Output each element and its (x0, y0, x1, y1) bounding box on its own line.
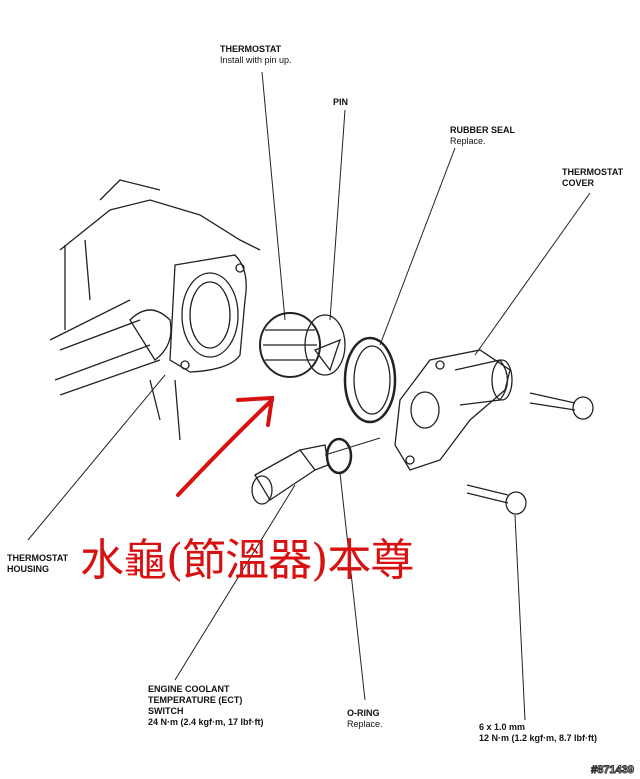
red-arrow-annotation (176, 395, 275, 497)
ect-switch-label-line2: TEMPERATURE (ECT) (148, 695, 243, 705)
thermostat-label-note: Install with pin up. (220, 55, 292, 65)
chinese-annotation: 水龜(節溫器)本尊 (80, 535, 414, 586)
thermostat-housing-drawing (49, 179, 261, 441)
rubber-seal-label-note: Replace. (450, 136, 486, 146)
ect-switch-drawing (251, 444, 329, 505)
rubber-seal-label-title: RUBBER SEAL (450, 125, 516, 135)
bolt-label: 6 x 1.0 mm 12 N·m (1.2 kgf·m, 8.7 lbf·ft… (479, 722, 597, 744)
bolts-drawing (466, 392, 594, 515)
ect-switch-label-line1: ENGINE COOLANT (148, 684, 230, 694)
watermark: #871439 (591, 764, 635, 777)
o-ring-label-note: Replace. (347, 719, 383, 729)
rubber-seal-label: RUBBER SEAL Replace. (450, 125, 515, 147)
o-ring-drawing (325, 437, 353, 475)
ect-switch-label-line3: SWITCH (148, 706, 184, 716)
thermostat-housing-label: THERMOSTAT HOUSING (7, 553, 68, 575)
o-ring-label: O-RING Replace. (347, 708, 383, 730)
thermostat-label: THERMOSTAT Install with pin up. (220, 44, 292, 66)
rubber-seal-drawing (343, 336, 397, 424)
bolt-torque: 12 N·m (1.2 kgf·m, 8.7 lbf·ft) (479, 733, 598, 743)
ect-switch-label: ENGINE COOLANT TEMPERATURE (ECT) SWITCH … (148, 684, 264, 728)
thermostat-cover-label: THERMOSTAT COVER (562, 167, 623, 189)
thermostat-label-title: THERMOSTAT (220, 44, 282, 54)
ect-switch-torque: 24 N·m (2.4 kgf·m, 17 lbf·ft) (148, 717, 264, 727)
bolt-size: 6 x 1.0 mm (479, 722, 526, 732)
thermostat-cover-label-line2: COVER (562, 178, 595, 188)
thermostat-housing-label-line2: HOUSING (7, 564, 50, 574)
thermostat-cover-drawing (394, 349, 513, 471)
thermostat-cover-label-line1: THERMOSTAT (562, 167, 624, 177)
o-ring-label-title: O-RING (347, 708, 380, 718)
thermostat-drawing (259, 312, 346, 378)
pin-label: PIN (333, 97, 349, 107)
thermostat-housing-label-line1: THERMOSTAT (7, 553, 69, 563)
leader-lines (27, 71, 591, 721)
